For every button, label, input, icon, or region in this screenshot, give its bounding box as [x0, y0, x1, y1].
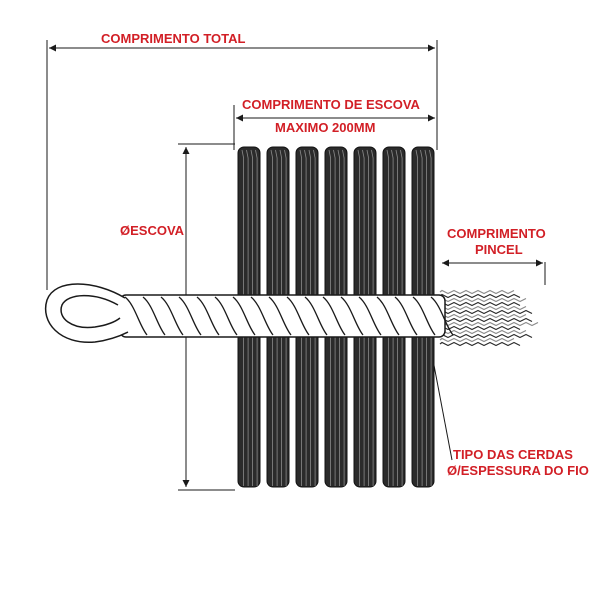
- tip-bristle: [439, 305, 527, 311]
- twisted-wire-core: [119, 294, 454, 338]
- wire-twist: [142, 296, 166, 336]
- tip-bristle: [439, 289, 515, 295]
- tip-bristle: [439, 309, 533, 315]
- bristle-type-label-line1: TIPO DAS CERDAS: [453, 447, 573, 462]
- wire-twist: [430, 296, 454, 336]
- wire-twist: [214, 296, 238, 336]
- tip-bristle: [439, 297, 527, 303]
- brush-tip-bristles: [439, 289, 539, 347]
- wire-twist: [304, 296, 328, 336]
- wire-twist: [160, 296, 184, 336]
- brush-diameter-label: ØESCOVA: [120, 223, 185, 238]
- brush-length-dimension: [233, 105, 435, 150]
- wire-twist: [250, 296, 274, 336]
- tip-length-label-line2: PINCEL: [475, 242, 523, 257]
- tip-bristle: [439, 341, 521, 347]
- wire-twist: [412, 296, 436, 336]
- total-length-dimension: [46, 40, 438, 290]
- wire-twist: [358, 296, 382, 336]
- tip-length-dimension: [442, 259, 546, 285]
- tip-bristle: [439, 317, 533, 323]
- bristle-type-leader: [432, 359, 453, 461]
- tip-bristle: [439, 337, 515, 343]
- wire-twist: [394, 296, 418, 336]
- tip-length-label-line1: COMPRIMENTO: [447, 226, 546, 241]
- wire-twist: [196, 296, 220, 336]
- loop-handle: [44, 283, 129, 343]
- wire-twist: [124, 296, 148, 336]
- tip-bristle: [439, 325, 521, 331]
- tip-bristle: [439, 301, 521, 307]
- wire-twist: [232, 296, 256, 336]
- wire-twist: [376, 296, 400, 336]
- bristle-type-label-line2: Ø/ESPESSURA DO FIO: [447, 463, 589, 478]
- total-length-label: COMPRIMENTO TOTAL: [101, 31, 246, 46]
- wire-twist: [268, 296, 292, 336]
- wire-twist: [178, 296, 202, 336]
- wire-twist: [322, 296, 346, 336]
- wire-twist: [340, 296, 364, 336]
- wire-twist: [286, 296, 310, 336]
- tip-bristle: [439, 333, 533, 339]
- tip-bristle: [439, 321, 539, 327]
- max-length-label: MAXIMO 200MM: [275, 120, 376, 135]
- tip-bristle: [439, 313, 527, 319]
- brush-length-label: COMPRIMENTO DE ESCOVA: [242, 97, 420, 112]
- tip-bristle: [439, 293, 521, 299]
- tip-bristle: [439, 329, 527, 335]
